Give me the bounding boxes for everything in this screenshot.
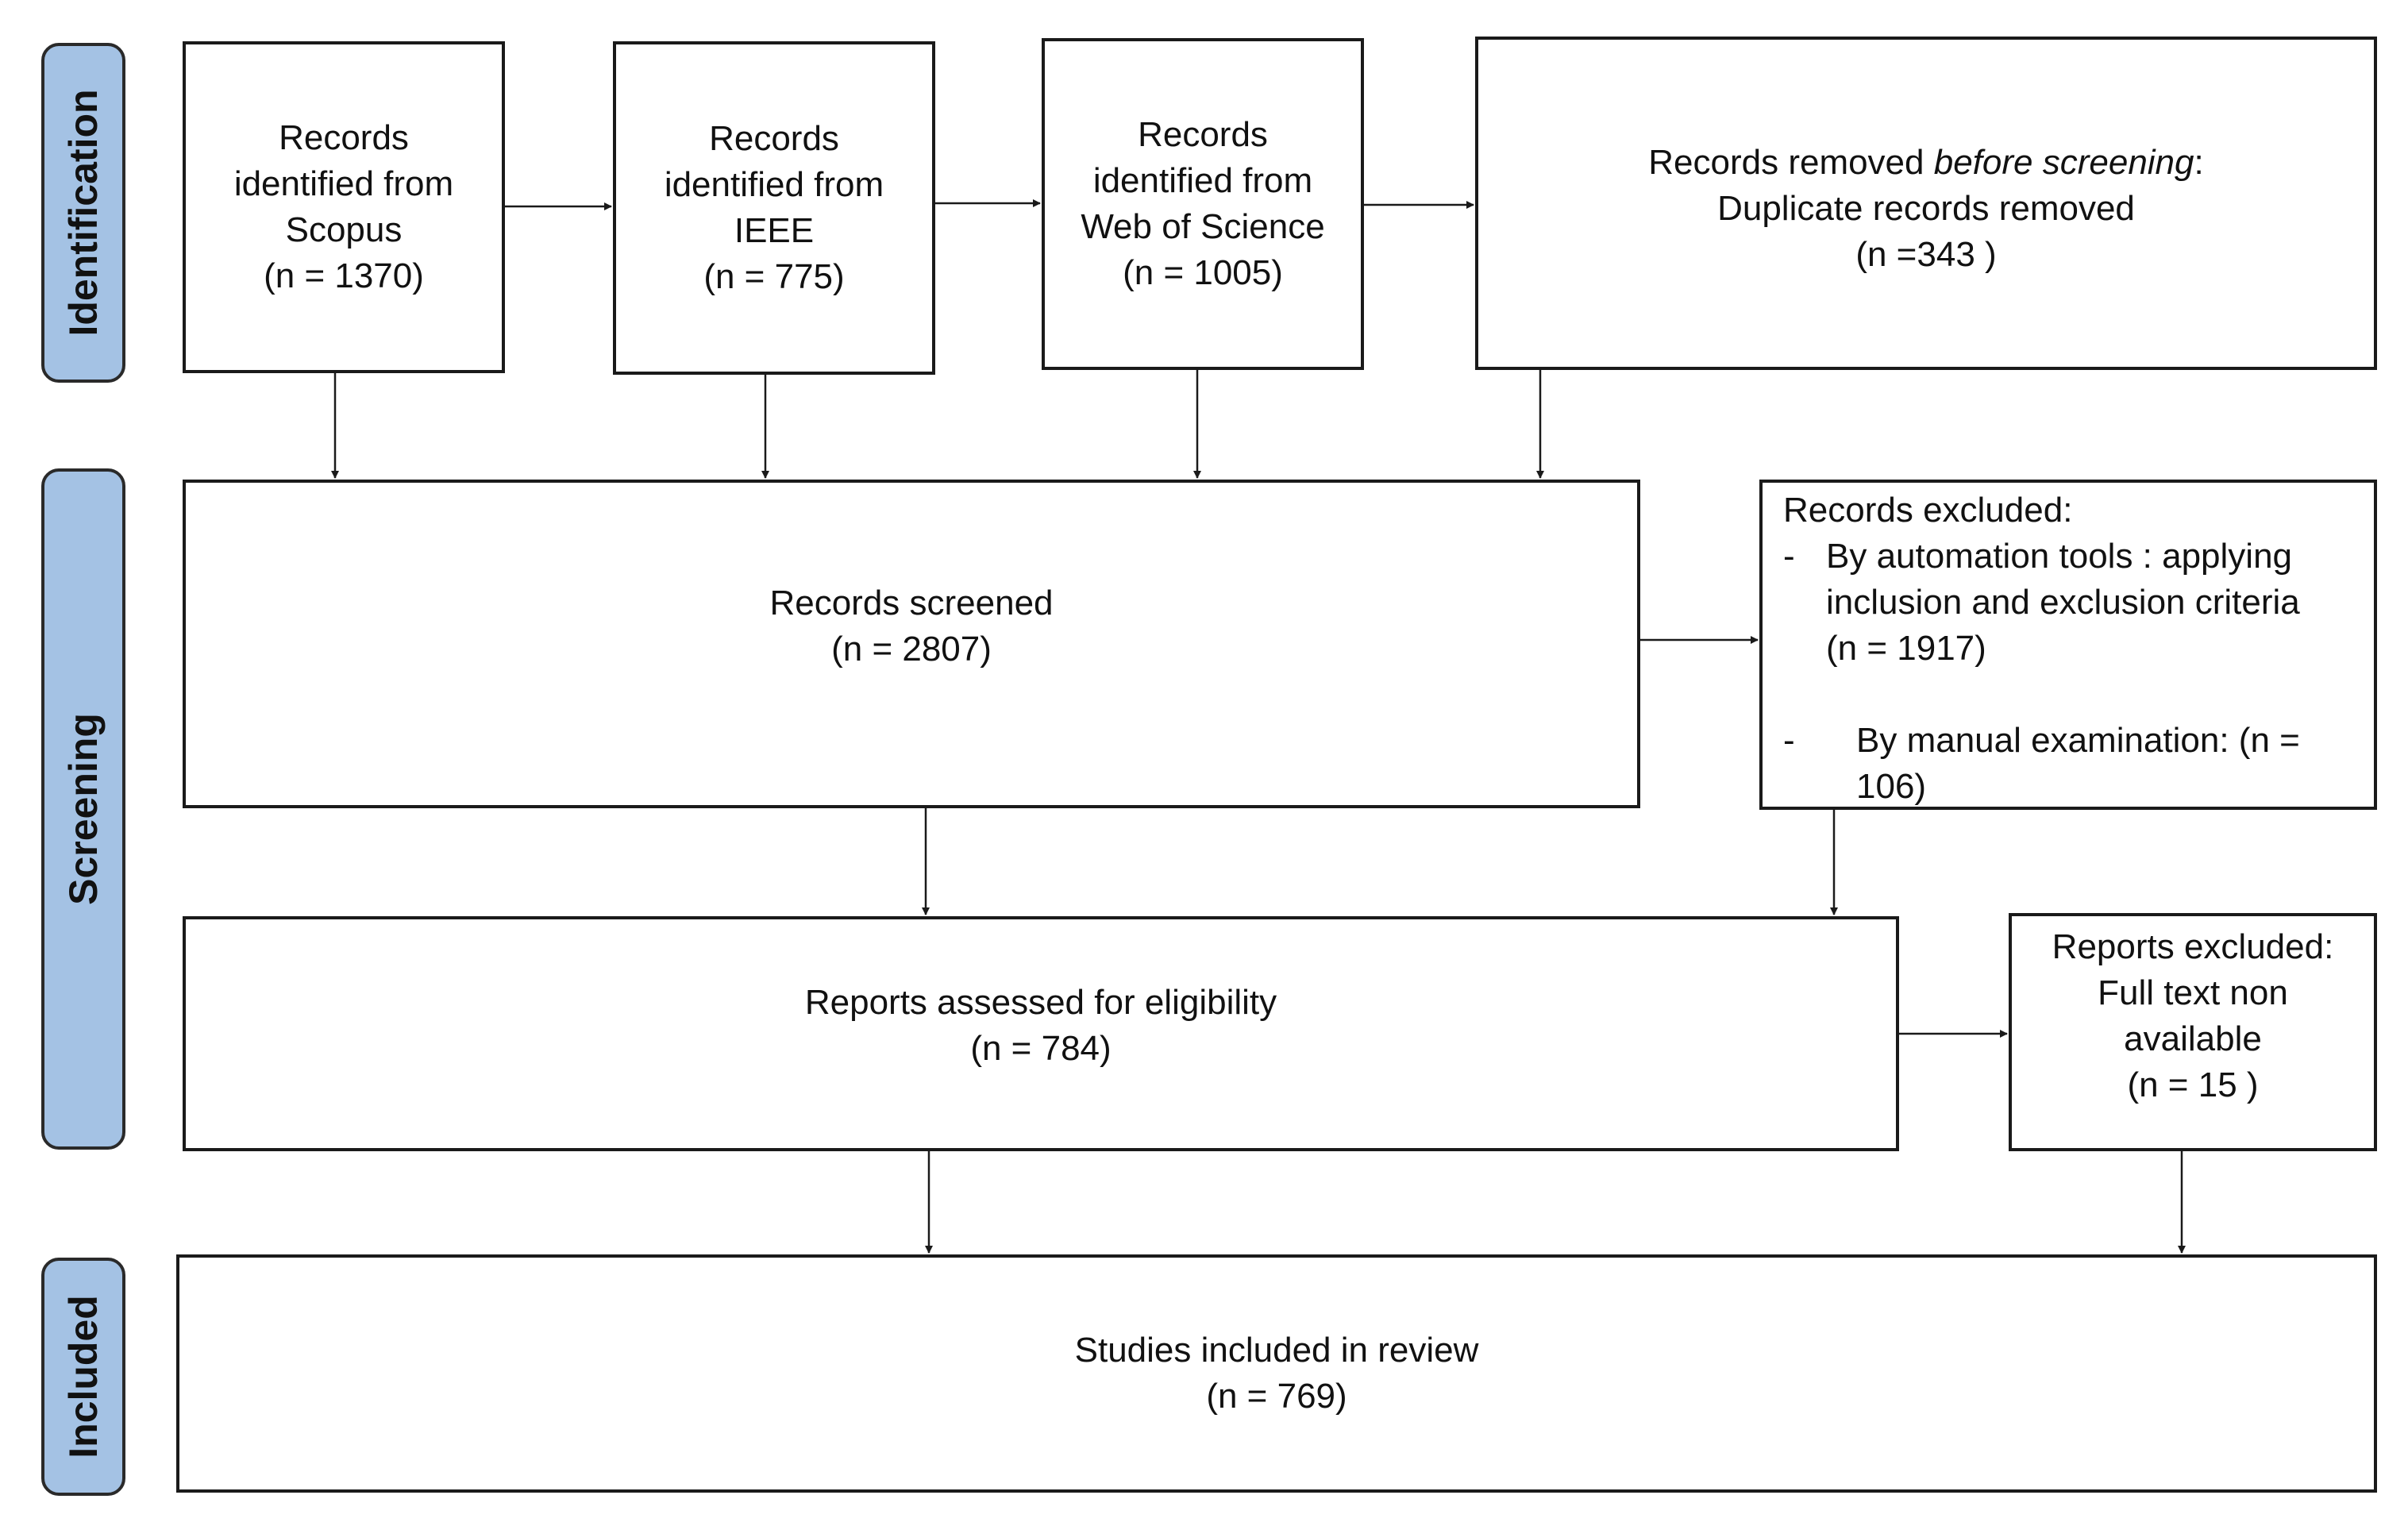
box-text-line: IEEE xyxy=(734,211,815,250)
removed-emphasis: before screening xyxy=(1933,143,2194,182)
removed-count: (n =343 ) xyxy=(1855,235,1997,274)
reports-excluded-line: available xyxy=(2124,1019,2262,1058)
eligibility-count: (n = 784) xyxy=(970,1029,1112,1068)
records-excluded-title: Records excluded: xyxy=(1783,491,2073,530)
box-text-line: identified from xyxy=(1092,161,1313,200)
screened-count: (n = 2807) xyxy=(831,630,992,669)
eligibility-label: Reports assessed for eligibility xyxy=(804,983,1277,1022)
box-text-line: Web of Science xyxy=(1081,207,1325,246)
list-dash: - xyxy=(1783,721,1795,760)
exclusion-text-line: (n = 1917) xyxy=(1826,629,1986,668)
source-box-ieee: Records identified from IEEE (n = 775) xyxy=(613,41,935,375)
box-text-line: Records xyxy=(1138,115,1268,154)
phase-label: Included xyxy=(61,1295,106,1458)
removed-description: Duplicate records removed xyxy=(1717,189,2135,228)
duplicates-removed-box: Records removed before screening: Duplic… xyxy=(1475,37,2377,370)
exclusion-text-line: By manual examination: (n = xyxy=(1856,721,2300,760)
box-text-line: Scopus xyxy=(285,210,403,249)
box-text-line: identified from xyxy=(664,165,884,204)
phase-identification: Identification xyxy=(41,43,125,383)
exclusion-item-automation: - By automation tools : applying inclusi… xyxy=(1783,534,2355,672)
source-box-scopus: Records identified from Scopus (n = 1370… xyxy=(183,41,505,373)
included-count: (n = 769) xyxy=(1206,1377,1347,1416)
box-text-line: Records xyxy=(279,118,409,157)
list-dash: - xyxy=(1783,537,1795,576)
records-excluded-box: Records excluded: - By automation tools … xyxy=(1759,480,2377,810)
phase-label: Screening xyxy=(61,713,106,905)
reports-excluded-line: Reports excluded: xyxy=(2052,927,2334,966)
reports-excluded-line: (n = 15 ) xyxy=(2127,1065,2259,1104)
box-text-line: (n = 775) xyxy=(703,257,845,296)
reports-excluded-box: Reports excluded: Full text non availabl… xyxy=(2009,913,2377,1151)
studies-included-box: Studies included in review (n = 769) xyxy=(176,1254,2377,1493)
records-screened-box: Records screened (n = 2807) xyxy=(183,480,1640,808)
box-text-line: (n = 1370) xyxy=(264,256,424,295)
source-box-web-of-science: Records identified from Web of Science (… xyxy=(1042,38,1364,370)
included-label: Studies included in review xyxy=(1074,1331,1479,1370)
screened-label: Records screened xyxy=(769,584,1054,622)
box-text-line: (n = 1005) xyxy=(1123,253,1283,292)
exclusion-text-line: inclusion and exclusion criteria xyxy=(1826,583,2300,622)
eligibility-box: Reports assessed for eligibility (n = 78… xyxy=(183,916,1899,1151)
exclusion-text-line: 106) xyxy=(1856,767,1927,806)
reports-excluded-line: Full text non xyxy=(2098,973,2288,1012)
exclusion-item-manual: - By manual examination: (n = 106) xyxy=(1783,718,2355,810)
exclusion-text-line: By automation tools : applying xyxy=(1826,537,2293,576)
box-text-line: Records xyxy=(709,119,839,158)
phase-screening: Screening xyxy=(41,468,125,1150)
phase-label: Identification xyxy=(61,89,106,337)
box-text-line: identified from xyxy=(233,164,454,203)
removed-title: Records removed before screening: xyxy=(1648,143,2204,182)
phase-included: Included xyxy=(41,1258,125,1496)
